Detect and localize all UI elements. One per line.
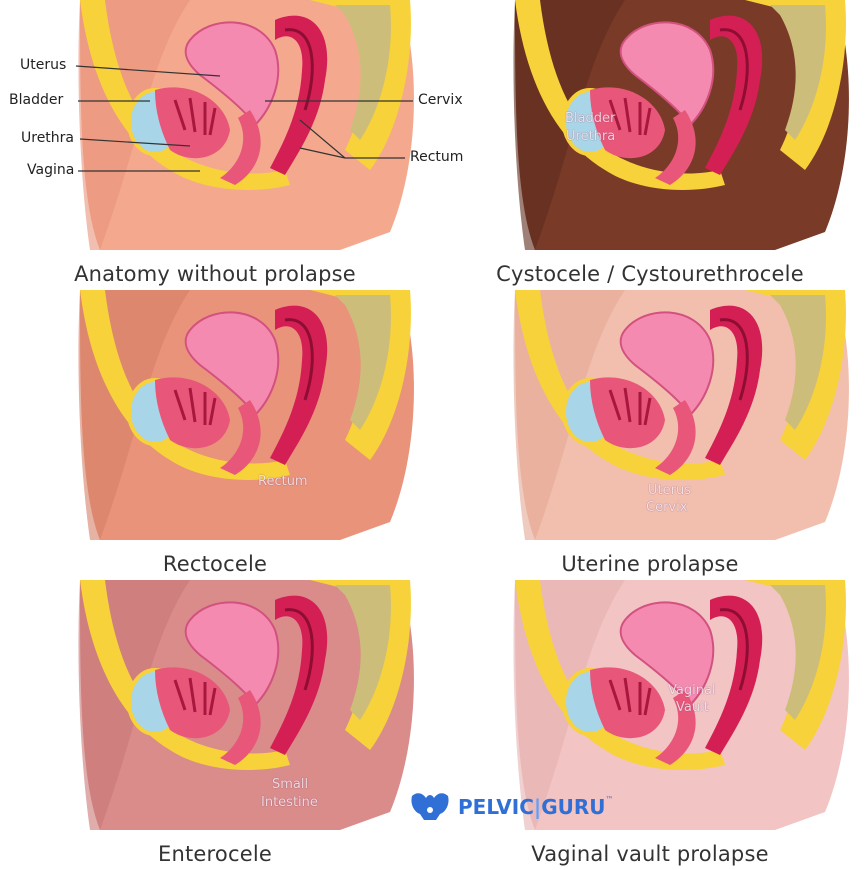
pelvic-guru-logo: PELVIC|GURU™ [408,790,614,824]
inner-label-uterus: Uterus [648,483,691,498]
logo-brand-left: PELVIC [458,795,534,819]
inner-label-vault: Vault [676,700,709,715]
inner-label-vaginal: Vaginal [668,683,716,698]
logo-brand-right: GURU [541,795,605,819]
inner-label-rectum: Rectum [258,474,308,489]
pelvis-logo-icon [408,790,452,824]
inner-label-intestine: Intestine [261,795,318,810]
inner-label-bladder: Bladder [565,111,615,126]
logo-tm: ™ [606,795,614,804]
inner-label-urethra: Urethra [566,129,615,144]
inner-label-cervix: Cervix [646,500,687,515]
inner-label-small: Small [272,777,308,792]
